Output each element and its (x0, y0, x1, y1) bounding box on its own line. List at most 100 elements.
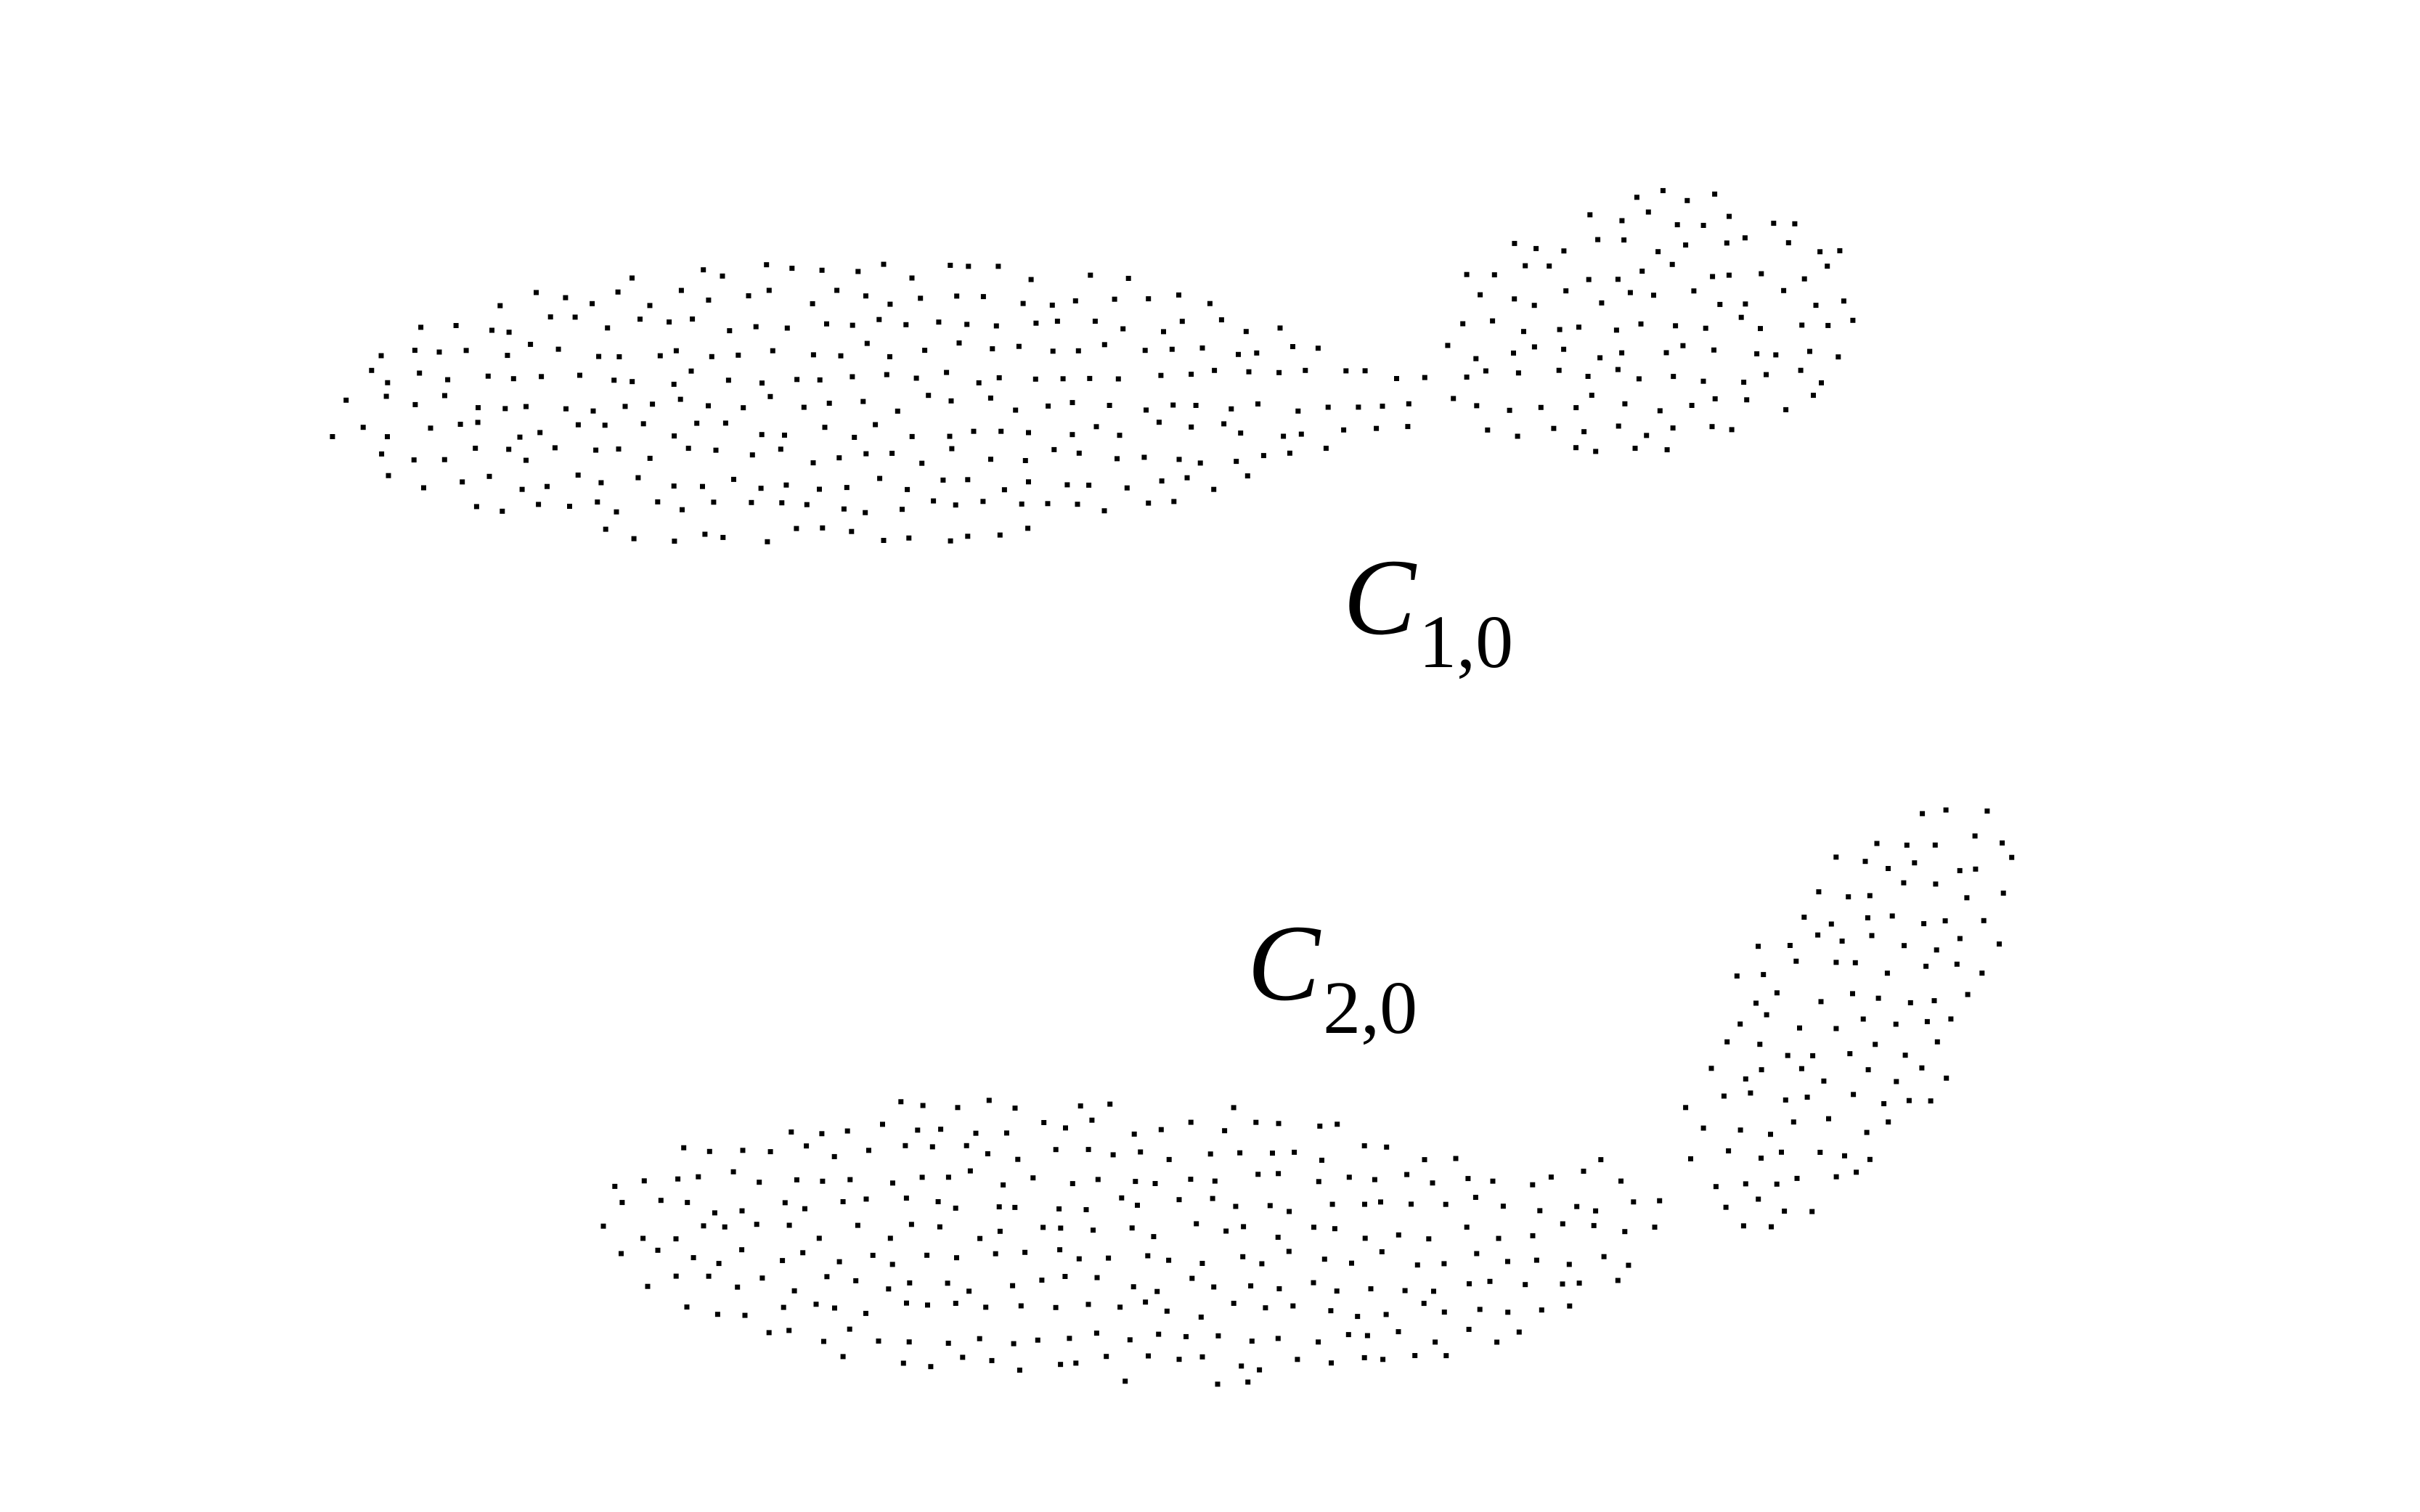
point-dot (1671, 374, 1677, 380)
point-dot (820, 1178, 826, 1184)
point-dot (1276, 1121, 1282, 1127)
point-dot (1644, 433, 1650, 438)
point-dot (1117, 1304, 1123, 1310)
point-dot (1197, 460, 1203, 466)
point-dot (442, 393, 447, 399)
point-dot (1107, 403, 1112, 408)
point-dot (1245, 1379, 1251, 1385)
point-dot (1530, 1182, 1536, 1188)
point-dot (385, 380, 391, 385)
point-dot (681, 1145, 687, 1151)
point-dot (1839, 939, 1845, 944)
point-dot (720, 534, 726, 540)
point-dot (1563, 288, 1569, 294)
point-dot (1942, 918, 1948, 924)
point-dot (1380, 1357, 1386, 1362)
point-dot (1143, 1299, 1149, 1305)
point-dot (791, 1288, 797, 1294)
point-dot (1039, 1278, 1045, 1283)
point-dot (810, 352, 816, 358)
point-dot (1657, 1198, 1663, 1204)
point-dot (1825, 263, 1830, 269)
point-dot (947, 433, 953, 439)
point-dot (1873, 1042, 1878, 1047)
point-dot (1799, 322, 1805, 328)
point-dot (1818, 999, 1824, 1005)
point-dot (1743, 301, 1748, 307)
point-dot (794, 1177, 799, 1182)
point-dot (819, 1131, 825, 1137)
point-dot (1086, 482, 1092, 488)
point-dot (711, 499, 717, 505)
point-dot (725, 377, 731, 383)
point-dot (1756, 944, 1761, 949)
point-dot (1700, 223, 1706, 228)
point-dot (1402, 1288, 1408, 1294)
point-dot (850, 322, 855, 328)
point-dot (1734, 973, 1740, 979)
point-dot (1865, 915, 1870, 920)
point-dot (1724, 240, 1730, 246)
point-dot (1759, 1156, 1764, 1161)
point-dot (1810, 1053, 1816, 1058)
point-dot (1161, 329, 1166, 335)
point-dot (640, 1235, 646, 1241)
point-dot (1422, 375, 1427, 380)
point-dot (936, 319, 942, 325)
point-dot (782, 1200, 788, 1206)
point-dot (1368, 1286, 1374, 1291)
point-dot (1864, 1129, 1870, 1135)
point-dot (736, 352, 741, 358)
point-dot (1356, 404, 1361, 410)
point-dot (1013, 407, 1019, 413)
point-dot (537, 430, 543, 436)
point-dot (1954, 961, 1960, 967)
point-dot (1837, 248, 1843, 253)
point-dot (1016, 343, 1022, 349)
point-dot (475, 420, 481, 425)
point-dot (502, 406, 508, 412)
point-dot (1566, 1262, 1572, 1267)
point-dot (1737, 1021, 1743, 1027)
point-dot (1287, 1209, 1292, 1214)
point-dot (386, 473, 391, 478)
point-dot (1144, 407, 1149, 413)
point-dot (1652, 1225, 1658, 1230)
point-dot (1586, 277, 1592, 282)
point-dot (598, 480, 604, 486)
point-dot (1212, 1178, 1218, 1184)
point-dot (948, 538, 953, 544)
point-dot (873, 422, 879, 428)
point-dot (1683, 1105, 1689, 1111)
point-dot (778, 446, 783, 452)
point-dot (563, 406, 569, 412)
point-dot (1101, 342, 1107, 348)
point-dot (767, 393, 773, 399)
point-dot (658, 1198, 664, 1204)
point-dot (714, 1312, 720, 1317)
point-dot (786, 1222, 792, 1228)
point-dot (701, 1223, 706, 1229)
point-dot (1581, 1169, 1586, 1174)
point-dot (1627, 290, 1633, 295)
point-dot (1328, 1308, 1334, 1314)
point-dot (1764, 372, 1769, 377)
point-dot (536, 502, 542, 507)
point-cloud-c10 (330, 188, 1856, 544)
point-dot (1176, 1357, 1182, 1362)
point-dot (1207, 1151, 1213, 1157)
point-dot (1483, 368, 1488, 374)
point-dot (966, 263, 971, 269)
point-dot (1477, 1307, 1483, 1312)
point-dot (1727, 213, 1732, 219)
point-dot (1234, 459, 1239, 465)
point-dot (1053, 1304, 1059, 1310)
point-dot (1511, 350, 1516, 356)
point-dot (1771, 221, 1777, 226)
point-dot (1281, 433, 1287, 439)
point-dot (1505, 1309, 1511, 1315)
point-dot (1083, 1207, 1089, 1212)
point-dot (1240, 1254, 1246, 1259)
point-dot (1645, 209, 1651, 215)
point-dot (1017, 1368, 1022, 1373)
